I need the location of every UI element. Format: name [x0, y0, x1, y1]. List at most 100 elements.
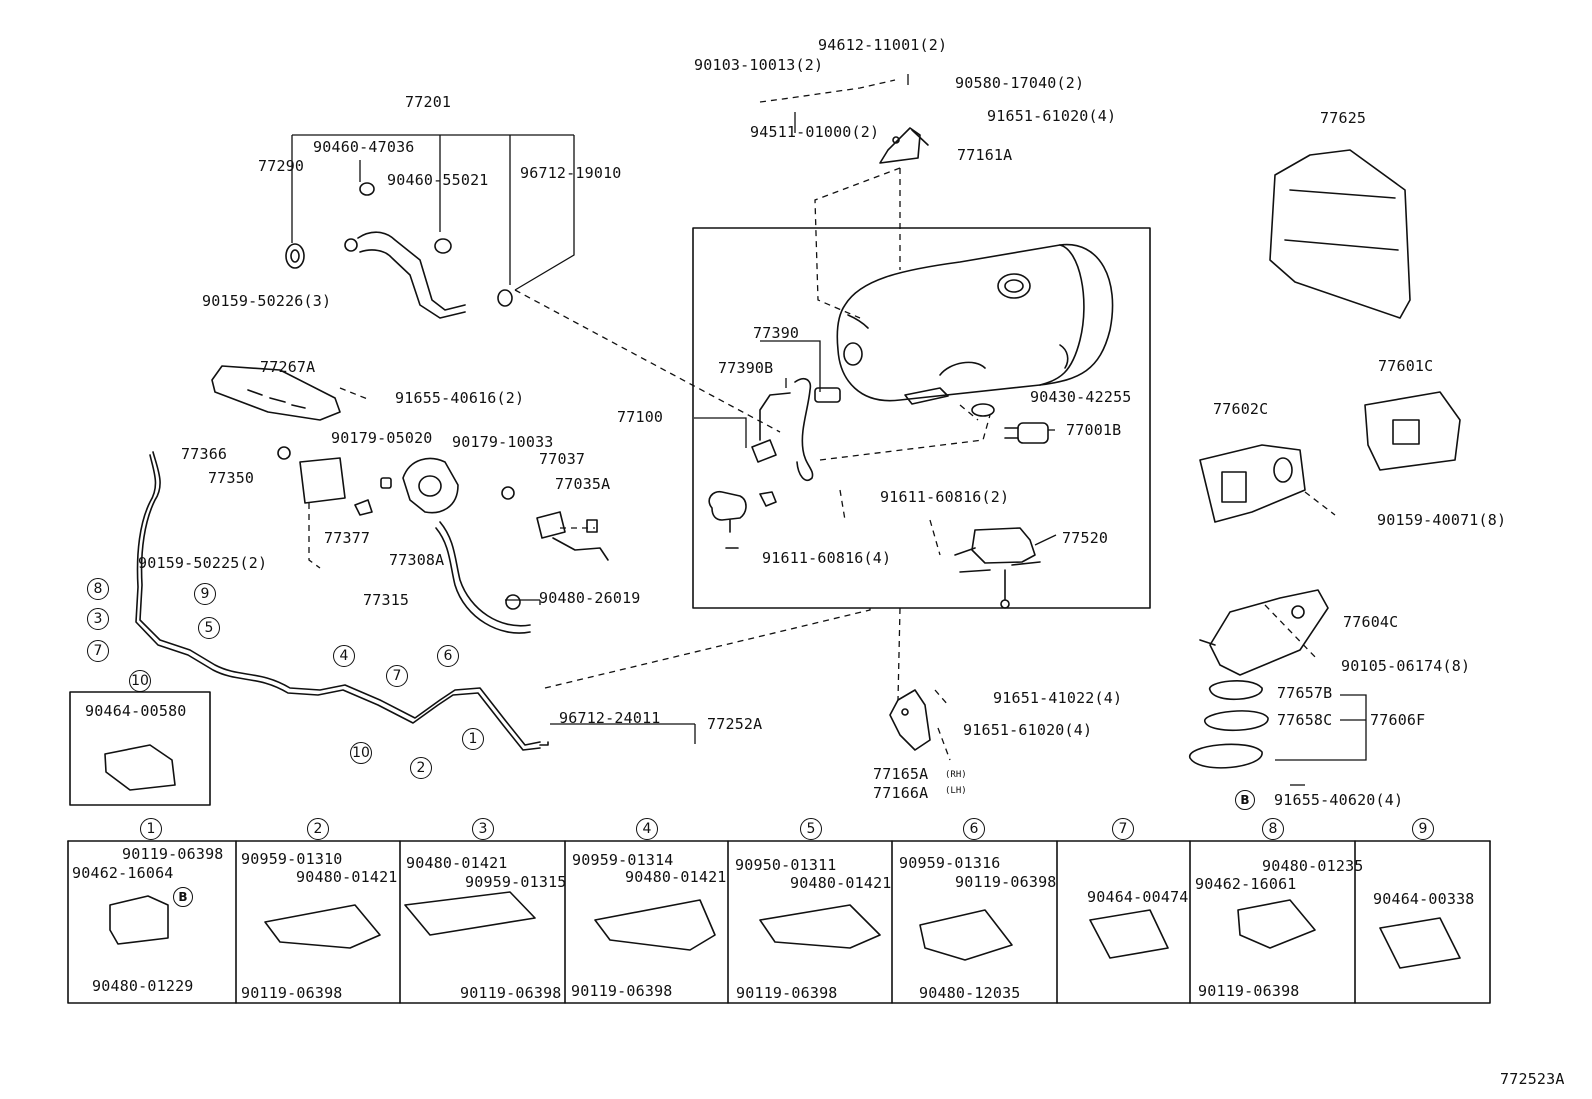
label-77161a: 77161A [957, 146, 1013, 164]
label-77377: 77377 [324, 529, 371, 547]
fuel-tank-drawing [836, 243, 1114, 405]
label-91655-40616: 91655-40616(2) [395, 389, 525, 407]
label-77252a: 77252A [707, 715, 763, 733]
label-77100: 77100 [617, 408, 664, 426]
label-77037: 77037 [539, 450, 586, 468]
label-90460-55021: 90460-55021 [387, 171, 489, 189]
panel-2-part-c: 90119-06398 [241, 984, 343, 1002]
panel-6-part-a: 90959-01316 [899, 854, 1001, 872]
label-77520: 77520 [1062, 529, 1109, 547]
label-77001b: 77001B [1066, 421, 1122, 439]
tank-group-frame [692, 227, 1151, 609]
label-90430-42255: 90430-42255 [1030, 388, 1132, 406]
label-90159-50225: 90159-50225(2) [138, 554, 268, 572]
label-90464-00580: 90464-00580 [85, 702, 187, 720]
label-91611-60816-a: 91611-60816(2) [880, 488, 1010, 506]
panel-3-part-b: 90959-01315 [465, 873, 567, 891]
label-90460-47036: 90460-47036 [313, 138, 415, 156]
lock-cable-drawing [536, 511, 609, 561]
callout-7-mid: 7 [386, 665, 408, 687]
callout-2: 2 [410, 757, 432, 779]
panel-8-part-c: 90119-06398 [1198, 982, 1300, 1000]
clamp-7-drawing [1089, 909, 1169, 959]
filler-box-drawing [402, 457, 459, 514]
seal-77606f-drawing [1189, 743, 1263, 769]
label-77201: 77201 [405, 93, 452, 111]
panel-6-part-b: 90119-06398 [955, 873, 1057, 891]
panel-3-number: 3 [472, 818, 494, 840]
callout-9: 9 [194, 583, 216, 605]
seal-77658c-drawing [1204, 710, 1269, 732]
dashed-leaders [308, 79, 1336, 761]
clamp-8-drawing [1237, 899, 1316, 949]
clamp-9-drawing [1379, 917, 1461, 969]
protector-77625-drawing [1269, 149, 1411, 319]
label-77267a: 77267A [260, 358, 316, 376]
label-77315: 77315 [363, 591, 410, 609]
bracket-77520-drawing [954, 527, 1041, 609]
label-77604c: 77604C [1343, 613, 1399, 631]
label-77165a: 77165A [873, 765, 929, 783]
label-90179-05020: 90179-05020 [331, 429, 433, 447]
label-77602c: 77602C [1213, 400, 1269, 418]
panel-3-part-c: 90119-06398 [460, 984, 562, 1002]
label-91651-61020-b: 91651-61020(4) [963, 721, 1093, 739]
label-90105-06174: 90105-06174(8) [1341, 657, 1471, 675]
part-77366-drawing [277, 446, 291, 460]
protector-77267a-drawing [211, 365, 341, 421]
label-77606f: 77606F [1370, 711, 1426, 729]
panel-1-part-c: 90480-01229 [92, 977, 194, 995]
label-94612-11001: 94612-11001(2) [818, 36, 948, 54]
label-90159-40071: 90159-40071(8) [1377, 511, 1507, 529]
label-77166a: 77166A [873, 784, 929, 802]
valve-77001b-drawing [971, 403, 1049, 444]
label-90159-50226: 90159-50226(3) [202, 292, 332, 310]
panel-2-part-b: 90480-01421 [296, 868, 398, 886]
panel-2-part-a: 90959-01310 [241, 850, 343, 868]
protector-77604c-drawing [1199, 589, 1329, 676]
circle-b-91655-40620: B [1235, 790, 1255, 810]
part-90179-10033-drawing [501, 486, 515, 500]
filler-hose-drawing [285, 182, 513, 319]
panel-7-number: 7 [1112, 818, 1134, 840]
label-91655-40620: 91655-40620(4) [1274, 791, 1404, 809]
panel-1-part-a: 90119-06398 [122, 845, 224, 863]
label-77366: 77366 [181, 445, 228, 463]
label-77657b: 77657B [1277, 684, 1333, 702]
panel-6-part-c: 90480-12035 [919, 984, 1021, 1002]
label-96712-19010: 96712-19010 [520, 164, 622, 182]
label-lh: (LH) [945, 786, 967, 796]
label-90179-10033: 90179-10033 [452, 433, 554, 451]
label-90480-26019: 90480-26019 [539, 589, 641, 607]
panel-5-number: 5 [800, 818, 822, 840]
panel-8-part-a: 90480-01235 [1262, 857, 1364, 875]
diagram-id: 772523A [1500, 1070, 1565, 1088]
bracket-77161a-drawing [879, 127, 929, 164]
panel-5-part-a: 90950-01311 [735, 856, 837, 874]
panel-4-part-a: 90959-01314 [572, 851, 674, 869]
panel-9-number: 9 [1412, 818, 1434, 840]
label-77035a: 77035A [555, 475, 611, 493]
label-rh: (RH) [945, 770, 967, 780]
panel-1-circle-b: B [173, 887, 193, 907]
clamp-4-drawing [594, 899, 716, 951]
callout-8: 8 [87, 578, 109, 600]
pump-drawing [708, 490, 777, 549]
clamp-6-drawing [919, 909, 1013, 961]
seal-77657b-drawing [1209, 680, 1263, 701]
label-77390b: 77390B [718, 359, 774, 377]
panel-6-number: 6 [963, 818, 985, 840]
clamp-2-drawing [264, 904, 381, 949]
label-91611-60816-b: 91611-60816(4) [762, 549, 892, 567]
panel-9-part-a: 90464-00338 [1373, 890, 1475, 908]
clamp-10-frame [69, 691, 211, 806]
fuel-line-drawing [135, 451, 549, 751]
bracket-77165a-drawing [889, 689, 931, 751]
panel-5-part-c: 90119-06398 [736, 984, 838, 1002]
panel-7-part-a: 90464-00474 [1087, 888, 1189, 906]
protector-77601c-drawing [1364, 391, 1461, 471]
panel-4-part-c: 90119-06398 [571, 982, 673, 1000]
callout-7-left: 7 [87, 640, 109, 662]
panel-1-number: 1 [140, 818, 162, 840]
panel-8-part-b: 90462-16061 [1195, 875, 1297, 893]
